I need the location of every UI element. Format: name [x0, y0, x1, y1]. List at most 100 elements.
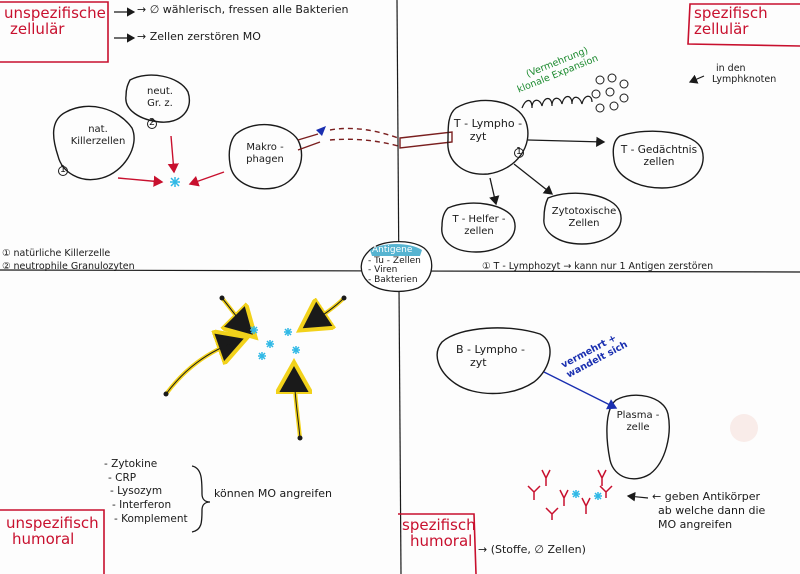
title-unspez-humoral: unspezifisch humoral [6, 514, 99, 548]
marker-circle-t1 [514, 148, 524, 158]
marker-t1-text: 1 [516, 146, 523, 157]
list-item: - Interferon [112, 498, 172, 511]
arrow-t-to-zytotox [513, 163, 554, 195]
title-box-spez-humoral [398, 513, 477, 574]
label-t-helfer: T - Helfer - zellen [446, 214, 512, 237]
antigene-list: - Tu - Zellen - Viren - Bakterien [368, 256, 421, 285]
label-line2: Gr. z. [147, 97, 173, 109]
note-lymphknoten: in den Lymphknoten [712, 63, 777, 86]
marker-circle-2 [147, 119, 157, 129]
label-t-lymphozyt: T - Lympho - zyt [452, 117, 524, 143]
cell-neut-gr [125, 74, 191, 123]
label-line1: nat. [88, 124, 108, 135]
antigene-title: Antigene [372, 245, 413, 255]
title-box-unspez-humoral [0, 509, 105, 574]
antigen-cloud-cap [370, 244, 422, 256]
yellow-arrow-left [164, 340, 240, 396]
list-item: - CRP [108, 471, 137, 484]
label-plasmazelle: Plasma - zelle [612, 410, 664, 433]
label-line1: B - Lympho - [456, 343, 526, 356]
dashed-link-1 [329, 127, 399, 139]
marker-1-text: 1 [60, 164, 67, 175]
label-b-lymphozyt: B - Lympho - zyt [452, 343, 542, 369]
marker-circle-1 [58, 166, 68, 176]
title-line1: unspezifische [4, 4, 106, 22]
brace-text: können MO angreifen [214, 487, 332, 500]
makro-arm [297, 133, 321, 151]
dashed-link-2 [329, 138, 399, 147]
title-line1: spezifisch [694, 4, 768, 22]
arrow-lymph-note [688, 74, 705, 84]
antigen-triangle [316, 126, 326, 136]
title-box-unspez-zellulaer [0, 1, 109, 63]
cell-zytotox [543, 192, 622, 245]
label-line2: zyt [470, 355, 487, 369]
label-line2: Killerzellen [70, 135, 126, 147]
arrow-killer-to-antigen [117, 175, 164, 187]
cell-t-gedaechtnis [612, 130, 704, 189]
antigen-star-topleft [170, 177, 180, 187]
note-line3: MO angreifen [658, 517, 733, 531]
footnote-t-lymphozyt: ① T - Lymphozyt → kann nur 1 Antigen zer… [482, 261, 714, 272]
arrow-neut-to-antigen [167, 135, 179, 174]
note-line2: Lymphknoten [712, 73, 777, 85]
note-line1: in den [716, 63, 746, 74]
title-spez-zellulaer: spezifisch zellulär [694, 4, 768, 38]
tcell-receptor [399, 131, 453, 149]
arrow-antibody-note [626, 491, 649, 502]
arrow-makro-to-antigen [188, 171, 225, 187]
humoral-substance-list: - Zytokine - CRP - Lysozym - Interferon … [104, 458, 188, 526]
note-line2: ab welche dann die [658, 503, 766, 517]
label-line2: zellen [464, 225, 494, 237]
label-neut-gr: neut. Gr. z. [136, 86, 184, 109]
label-line1: Makro - [246, 142, 284, 153]
label-line2: zellen [643, 156, 675, 169]
title-line1: spezifisch [402, 516, 476, 534]
yellow-arrows [163, 295, 347, 441]
title-line2: humoral [410, 531, 473, 550]
label-line1: T - Helfer - [452, 214, 506, 225]
title-unspez-zellulaer: unspezifische zellulär [4, 4, 106, 38]
list-item: - Komplement [114, 512, 188, 525]
antibodies [527, 469, 613, 520]
faint-stamp [730, 414, 758, 442]
cell-nat-killer [52, 105, 135, 181]
note-stoffe: → (Stoffe, ∅ Zellen) [478, 543, 586, 556]
antigen-stars-bottomleft [250, 326, 300, 360]
label-t-gedaechtnis: T - Gedächtnis zellen [618, 144, 700, 168]
cell-b-lymphozyt [436, 327, 551, 395]
note-antikoerper: ← geben Antikörper ab welche dann die MO… [652, 490, 765, 531]
clone-cells [591, 73, 629, 113]
note-line1: ← geben Antikörper [652, 490, 761, 503]
title-line1: unspezifisch [6, 514, 99, 532]
title-spez-humoral: spezifisch humoral [402, 516, 476, 550]
label-line1: neut. [147, 86, 173, 97]
list-item: - Zytokine [104, 458, 158, 470]
antigene-item: - Bakterien [368, 274, 418, 285]
note-zellen-zerstoeren: → Zellen zerstören MO [137, 30, 261, 43]
antigene-item: - Tu - Zellen [368, 256, 421, 266]
title-line2: humoral [12, 529, 75, 548]
list-item: - Lysozym [110, 485, 163, 498]
antigen-stars-bottomright [572, 490, 602, 500]
label-makrophagen: Makro - phagen [236, 142, 294, 165]
title-box-spez-zellulaer [687, 3, 800, 47]
title-line2: zellulär [10, 19, 65, 38]
arrow-b-to-plasma [543, 371, 618, 410]
cell-makrophagen [228, 123, 303, 190]
cell-plasmazelle [606, 394, 670, 480]
arrow-t-to-helfer [489, 177, 500, 206]
list-brace [191, 465, 211, 533]
label-line2: zyt [469, 129, 487, 143]
arrow-t-to-gedaechtnis [527, 136, 606, 147]
title-line2: zellulär [694, 19, 749, 38]
label-line1: T - Gedächtnis [620, 144, 698, 156]
footnote-neutrophile-granulozyten: ② neutrophile Granulozyten [2, 261, 135, 272]
label-line2: zelle [626, 421, 650, 433]
note-waehlerisch: → ∅ wählerisch, fressen alle Bakterien [137, 3, 349, 16]
label-line1: Zytotoxische [551, 206, 617, 217]
label-zytotoxische: Zytotoxische Zellen [548, 206, 620, 229]
label-line2: phagen [246, 153, 284, 165]
